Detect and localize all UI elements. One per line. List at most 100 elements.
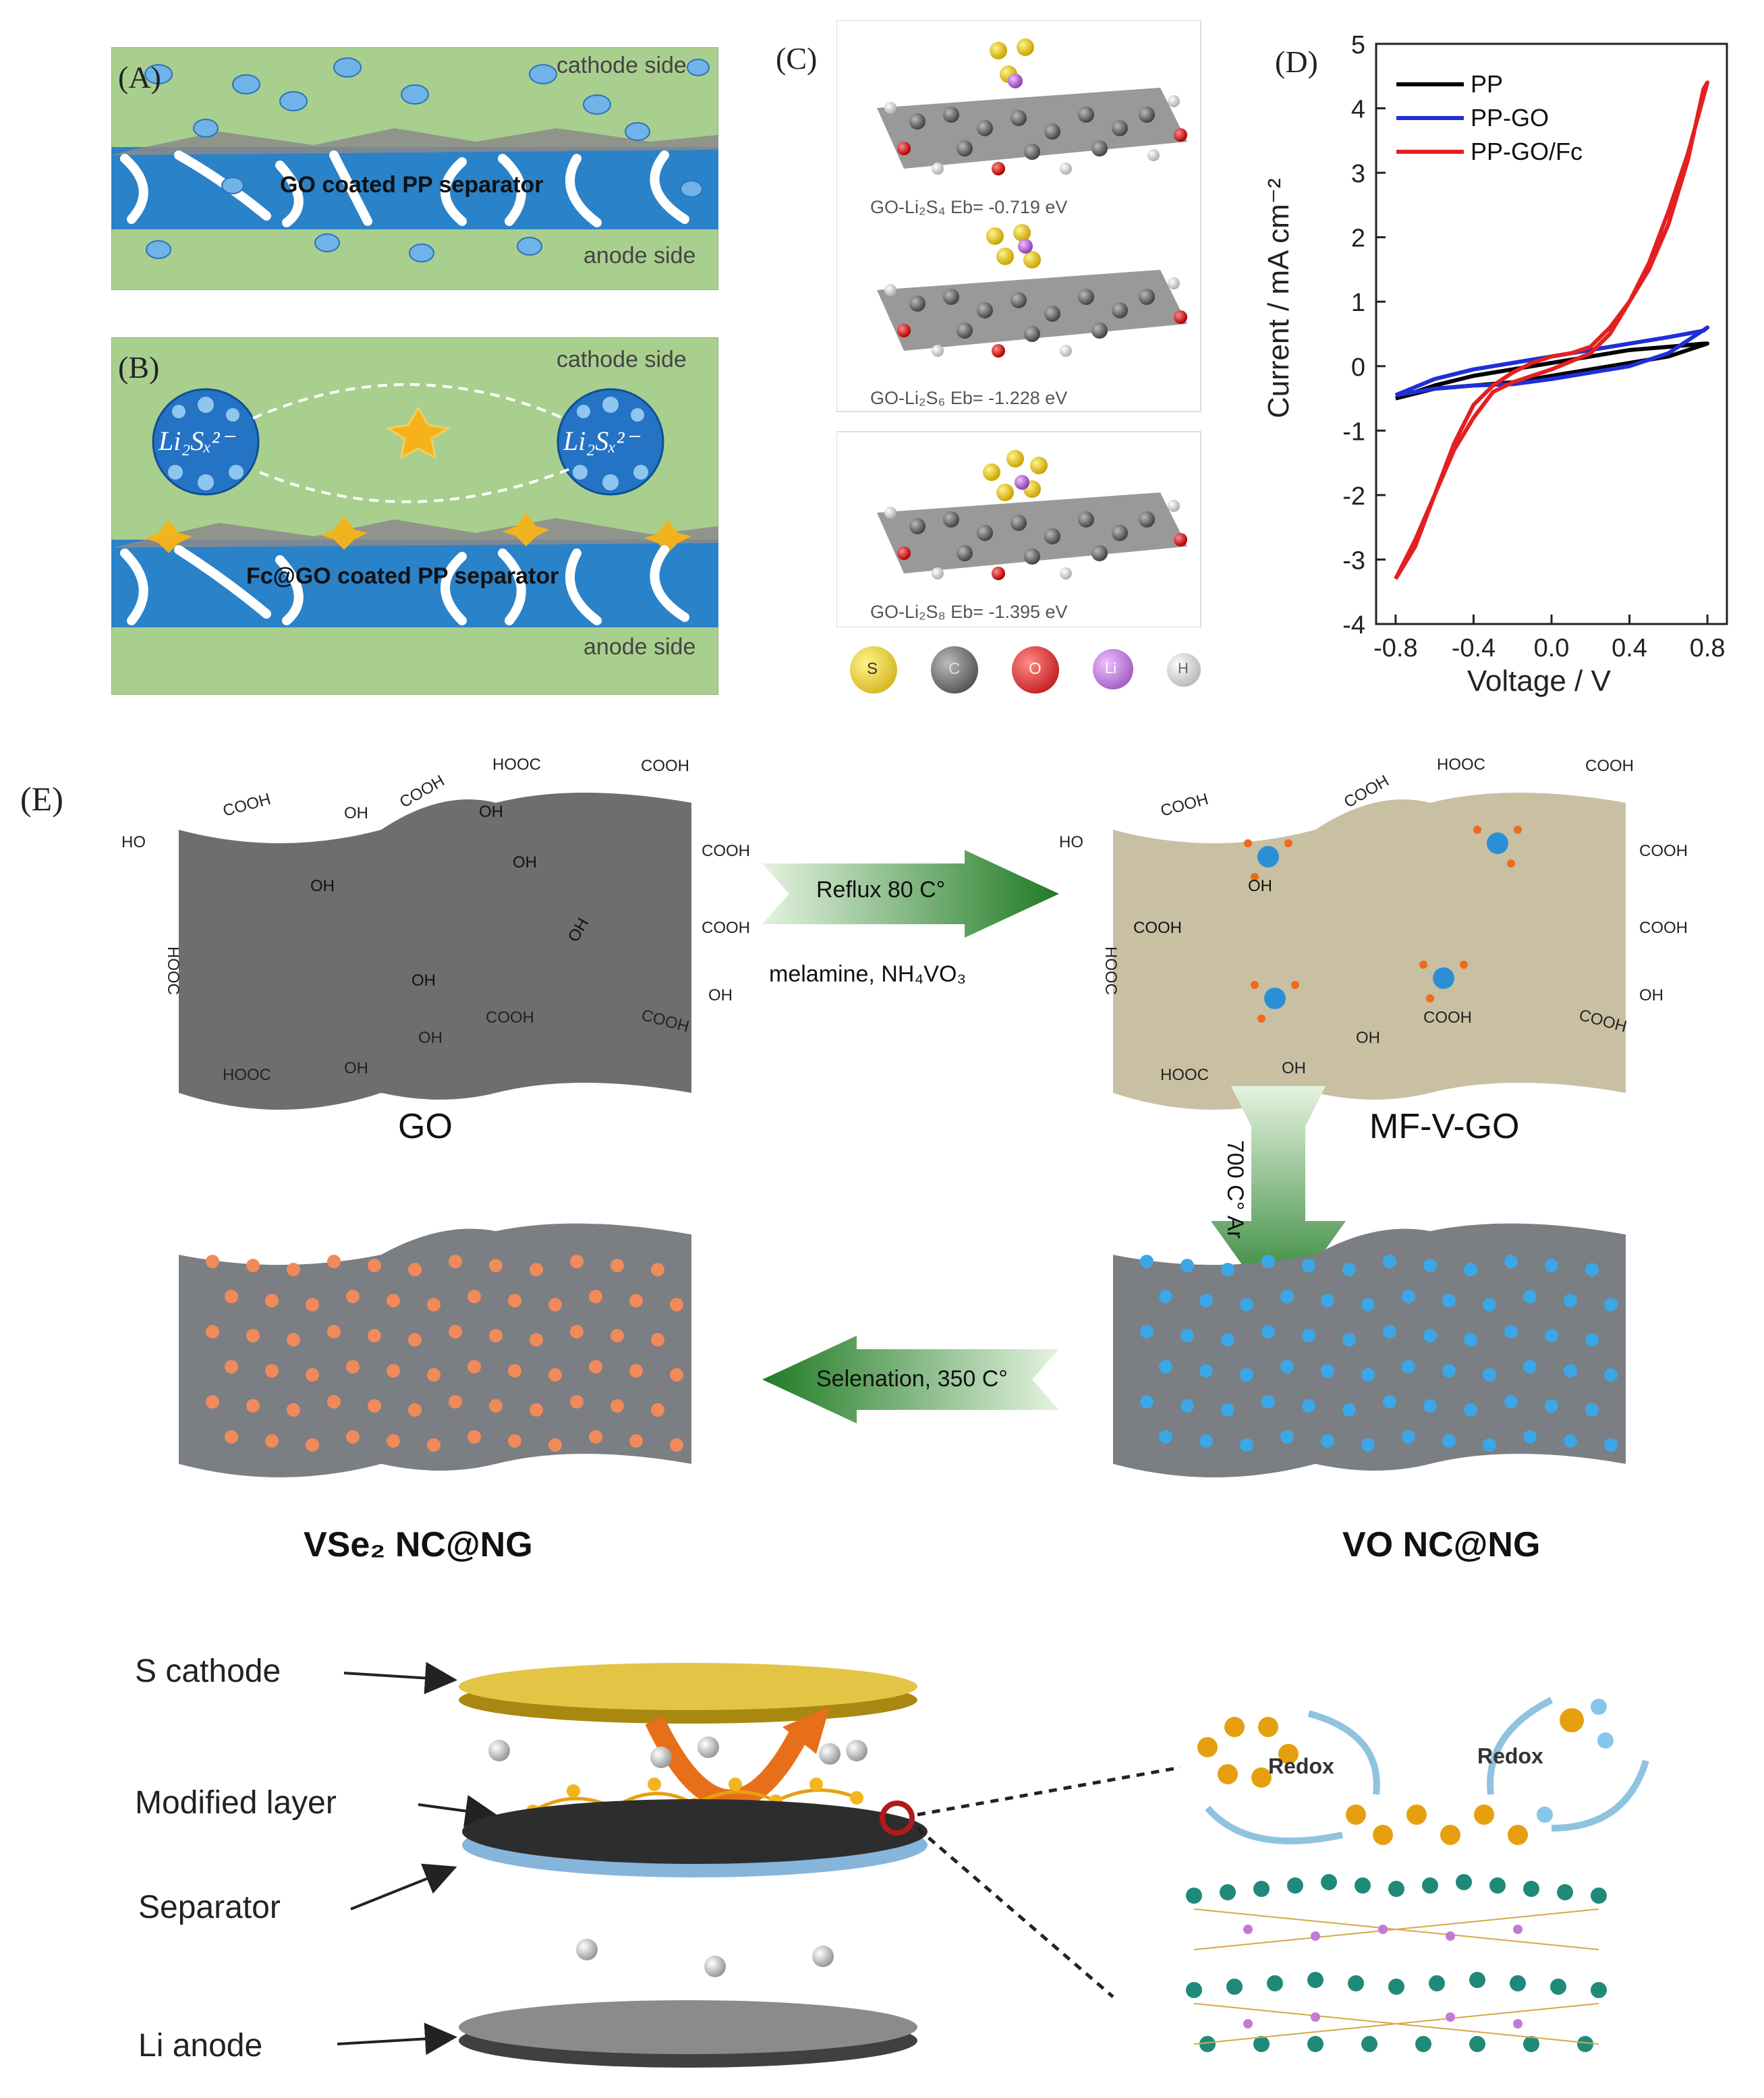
vo-particle [1545, 1329, 1558, 1342]
vo-particle [1402, 1360, 1415, 1373]
mf-group-hooc-1: HOOC [1437, 756, 1485, 774]
vse2-particle [368, 1259, 381, 1272]
vo-particle [1504, 1325, 1518, 1338]
mf-group-oh-1: OH [1639, 986, 1663, 1004]
vo-particle [1361, 1298, 1375, 1311]
vo-name: VO NC@NG [1342, 1525, 1541, 1564]
vo-particle [1383, 1255, 1396, 1268]
cv-xtick-label-1: -0.4 [1452, 634, 1496, 662]
vse2-sheet [179, 1223, 691, 1477]
vse2-particle [530, 1263, 543, 1276]
legend-swatch-pp-go-fc [1396, 150, 1464, 154]
mf-group-cooh-4: COOH [1639, 842, 1688, 860]
vse2-particle [589, 1290, 602, 1303]
vo-particle [1240, 1298, 1253, 1311]
vo-particle [1302, 1329, 1315, 1342]
vo-particle [1140, 1255, 1154, 1268]
vse2-particle [489, 1329, 503, 1342]
vse2-particle [287, 1403, 300, 1417]
vo-particle [1321, 1294, 1334, 1307]
vse2-particle [387, 1364, 400, 1378]
vse2-particle [570, 1325, 584, 1338]
atom-o-symbol: O [1029, 660, 1042, 678]
vse2-particle [246, 1399, 260, 1413]
atom-h-symbol: H [1178, 660, 1189, 677]
vse2-particle [225, 1290, 238, 1303]
vse2-particle [265, 1294, 279, 1307]
vse2-particle [225, 1360, 238, 1373]
modified-layer-label: Modified layer [135, 1785, 337, 1821]
vse2-particle [327, 1325, 341, 1338]
vse2-particle [610, 1329, 624, 1342]
vo-particle [1604, 1438, 1618, 1452]
vo-particle [1221, 1333, 1234, 1346]
mf-group-hooc-3: HOOC [1102, 946, 1120, 995]
vse2-particle [346, 1290, 360, 1303]
vse2-particle [346, 1360, 360, 1373]
vse2-particle [368, 1329, 381, 1342]
vse2-particle [346, 1430, 360, 1444]
vse2-particle [449, 1395, 462, 1409]
cv-ytick-label-4: 0 [1351, 353, 1365, 382]
panel-e: (E) COOH OH COOH HOOC COOH HO COOH COOH … [20, 742, 1747, 1579]
panel-e-label: (E) [20, 780, 63, 818]
mf-group-cooh-3: COOH [1585, 757, 1634, 775]
vo-particle [1261, 1325, 1275, 1338]
panel-c-caption-1: GO-Li₂S₄ Eb= -0.719 eV [870, 197, 1068, 217]
legend-swatch-pp [1396, 82, 1464, 86]
vo-particle [1585, 1333, 1599, 1346]
vse2-particle [508, 1364, 521, 1378]
vo-particle [1240, 1368, 1253, 1382]
vo-particle [1159, 1430, 1172, 1444]
mfvgo-name: MF-V-GO [1369, 1107, 1520, 1146]
vo-particle [1302, 1399, 1315, 1413]
panel-b-anode-side: anode side [584, 634, 696, 660]
vse2-particle [651, 1263, 664, 1276]
panel-d-label: (D) [1275, 45, 1318, 79]
panel-c-caption-3: GO-Li₂S₈ Eb= -1.395 eV [870, 602, 1068, 622]
vo-particle [1180, 1399, 1194, 1413]
vse2-particle [265, 1434, 279, 1448]
vse2-particle [570, 1255, 584, 1268]
vo-particle [1504, 1395, 1518, 1409]
mf-group-oh-2: OH [1356, 1029, 1380, 1047]
vse2-particle [508, 1434, 521, 1448]
vse2-particle [206, 1255, 219, 1268]
vo-particle [1604, 1298, 1618, 1311]
vse2-particle [467, 1360, 481, 1373]
panel-a-cathode-side: cathode side [557, 53, 687, 78]
vse2-particle [387, 1434, 400, 1448]
vse2-particle [408, 1333, 422, 1346]
vse2-particle [629, 1434, 643, 1448]
selenation-arrow-label: Selenation, 350 C° [816, 1366, 1008, 1392]
panel-b: (B) cathode side anode side Fc@GO coated… [111, 337, 718, 695]
panel-b-cathode-side: cathode side [557, 347, 687, 372]
vse2-particle [467, 1290, 481, 1303]
mf-group-cooh-8: COOH [1423, 1009, 1472, 1027]
vse2-name: VSe₂ NC@NG [304, 1525, 533, 1564]
atom-li-symbol: Li [1105, 660, 1117, 677]
vse2-particle [651, 1403, 664, 1417]
cv-xtick-label-3: 0.4 [1612, 634, 1647, 662]
vo-particle [1361, 1438, 1375, 1452]
vo-particle [1180, 1329, 1194, 1342]
cv-xlabel: Voltage / V [1467, 664, 1611, 698]
mf-group-ho-1: HO [1059, 833, 1083, 851]
vo-particle [1383, 1325, 1396, 1338]
mf-group-oh-3: OH [1282, 1059, 1306, 1077]
vo-particle [1564, 1434, 1577, 1448]
vse2-particle [449, 1325, 462, 1338]
panel-c: (C) [769, 20, 1228, 715]
vo-particle [1140, 1395, 1154, 1409]
cv-ytick-label-1: -3 [1342, 546, 1365, 575]
cv-ytick-label-3: -1 [1342, 418, 1365, 446]
vo-particle [1402, 1430, 1415, 1444]
go-group-hooc-1: HOOC [492, 756, 541, 774]
vo-particle [1523, 1430, 1537, 1444]
go-group-oh-4: OH [344, 1059, 368, 1077]
panel-f: S cathode Modified layer Separator Li an… [101, 1612, 1734, 2085]
atom-o-icon [1012, 646, 1059, 693]
reflux-arrow-label: Reflux 80 C° [816, 877, 946, 903]
vo-particle [1221, 1403, 1234, 1417]
vse2-particle [265, 1364, 279, 1378]
